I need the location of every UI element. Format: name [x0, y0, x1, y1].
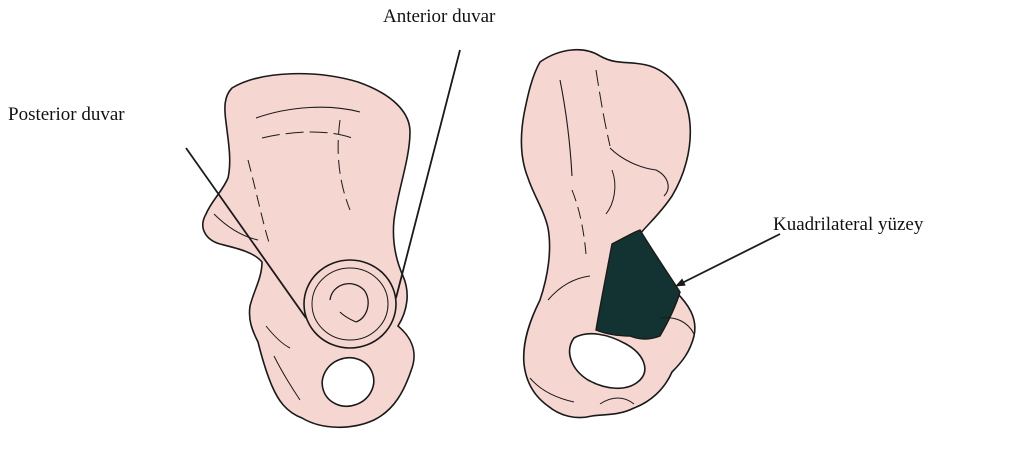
- right-hip-bone-medial-view: [521, 50, 695, 418]
- anterior-wall-label: Anterior duvar: [383, 7, 495, 26]
- quadrilateral-surface-arrow: [676, 234, 780, 286]
- posterior-wall-label: Posterior duvar: [8, 105, 125, 124]
- left-hip-bone-lateral-view: [203, 74, 414, 428]
- left-bone-outline: [203, 74, 414, 428]
- acetabulum: [304, 260, 396, 348]
- anterior-wall-leader: [396, 50, 460, 298]
- quadrilateral-surface-label: Kuadrilateral yüzey: [773, 215, 923, 234]
